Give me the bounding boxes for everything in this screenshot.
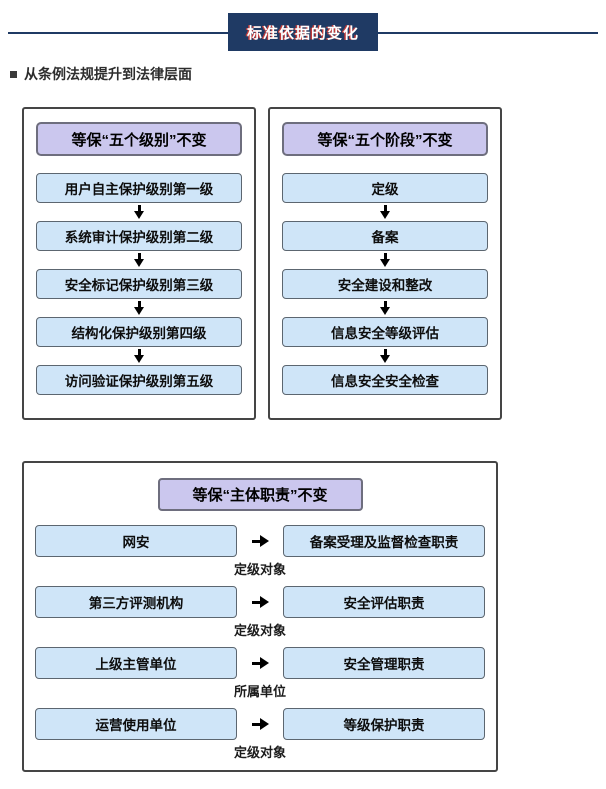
down-arrow-icon	[282, 203, 488, 221]
responsibility-duty: 安全管理职责	[283, 647, 485, 679]
flow-item-level-3: 安全标记保护级别第三级	[36, 269, 242, 299]
responsibility-row-group: 上级主管单位 安全管理职责 所属单位	[35, 647, 485, 700]
responsibility-caption: 定级对象	[233, 745, 286, 760]
flow-item-stage-2: 备案	[282, 221, 488, 251]
down-arrow-icon	[36, 299, 242, 317]
flow-item-stage-3: 安全建设和整改	[282, 269, 488, 299]
panel-five-levels: 等保“五个级别”不变 用户自主保护级别第一级 系统审计保护级别第二级 安全标记保…	[22, 107, 256, 420]
responsibility-subject: 运营使用单位	[35, 708, 237, 740]
responsibility-row: 第三方评测机构 安全评估职责	[35, 586, 485, 618]
bullet-square-icon	[10, 70, 17, 78]
responsibility-row: 运营使用单位 等级保护职责	[35, 708, 485, 740]
banner: 标准依据的变化	[0, 0, 606, 56]
flow-item-level-1: 用户自主保护级别第一级	[36, 173, 242, 203]
right-arrow-icon	[237, 595, 283, 609]
section-subtitle: 从条例法规提升到法律层面	[10, 64, 606, 84]
responsibility-caption: 定级对象	[233, 623, 286, 638]
panel-responsibilities-header: 等保“主体职责”不变	[157, 478, 363, 511]
responsibility-subject: 网安	[35, 525, 237, 557]
right-arrow-icon	[237, 656, 283, 670]
panel-five-stages-header: 等保“五个阶段”不变	[282, 122, 488, 156]
responsibility-caption: 定级对象	[233, 562, 286, 577]
responsibility-row-group: 第三方评测机构 安全评估职责 定级对象	[35, 586, 485, 639]
banner-title-box: 标准依据的变化	[228, 13, 378, 51]
down-arrow-icon	[282, 299, 488, 317]
flow-item-stage-4: 信息安全等级评估	[282, 317, 488, 347]
responsibility-duty: 安全评估职责	[283, 586, 485, 618]
down-arrow-icon	[36, 203, 242, 221]
flow-item-level-4: 结构化保护级别第四级	[36, 317, 242, 347]
right-arrow-icon	[237, 534, 283, 548]
responsibility-subject: 上级主管单位	[35, 647, 237, 679]
responsibility-row-group: 网安 备案受理及监督检查职责 定级对象	[35, 525, 485, 578]
panel-responsibilities: 等保“主体职责”不变 网安 备案受理及监督检查职责 定级对象 第三方评测机构 安…	[22, 461, 498, 772]
responsibility-row: 网安 备案受理及监督检查职责	[35, 525, 485, 557]
banner-title: 标准依据的变化	[246, 24, 359, 42]
right-arrow-icon	[237, 717, 283, 731]
flow-item-level-2: 系统审计保护级别第二级	[36, 221, 242, 251]
down-arrow-icon	[282, 251, 488, 269]
responsibility-row-group: 运营使用单位 等级保护职责 定级对象	[35, 708, 485, 761]
flow-item-stage-5: 信息安全安全检查	[282, 365, 488, 395]
responsibility-caption: 所属单位	[233, 684, 286, 699]
flow-item-stage-1: 定级	[282, 173, 488, 203]
responsibility-subject: 第三方评测机构	[35, 586, 237, 618]
flow-item-level-5: 访问验证保护级别第五级	[36, 365, 242, 395]
down-arrow-icon	[36, 251, 242, 269]
panel-five-levels-header: 等保“五个级别”不变	[36, 122, 242, 156]
down-arrow-icon	[36, 347, 242, 365]
responsibility-row: 上级主管单位 安全管理职责	[35, 647, 485, 679]
down-arrow-icon	[282, 347, 488, 365]
section-subtitle-text: 从条例法规提升到法律层面	[24, 66, 192, 82]
flow-panels: 等保“五个级别”不变 用户自主保护级别第一级 系统审计保护级别第二级 安全标记保…	[22, 107, 606, 420]
responsibility-duty: 备案受理及监督检查职责	[283, 525, 485, 557]
panel-five-stages: 等保“五个阶段”不变 定级 备案 安全建设和整改 信息安全等级评估 信息安全安全…	[268, 107, 502, 420]
responsibility-duty: 等级保护职责	[283, 708, 485, 740]
